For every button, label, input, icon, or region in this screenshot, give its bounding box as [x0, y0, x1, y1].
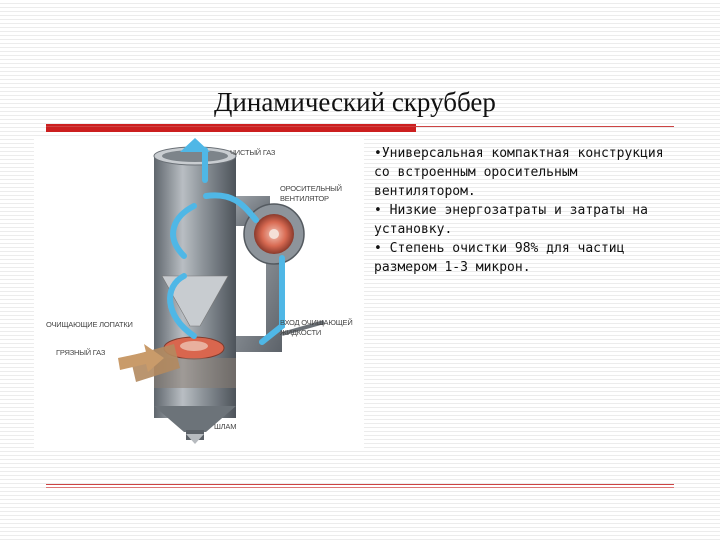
side-duct [236, 256, 282, 352]
label-spray-fan-line2: ВЕНТИЛЯТОР [280, 194, 329, 203]
label-liquid-inlet-line1: ВХОД ОЧИЩАЮЩЕЙ [280, 318, 353, 327]
liquid-inlet-pipe [281, 320, 325, 336]
clean-gas-arrow-head [180, 138, 210, 152]
column-top-inner [162, 150, 228, 162]
footer-rule [46, 484, 674, 485]
scrubber-illustration [118, 138, 325, 444]
gas-flow-arrows [167, 147, 285, 345]
label-dirty-gas: ГРЯЗНЫЙ ГАЗ [56, 348, 106, 357]
slide-title: Динамический скруббер [214, 87, 496, 117]
sludge-arrow [186, 434, 204, 444]
scrubber-diagram: ЧИСТЫЙ ГАЗ ОРОСИТЕЛЬНЫЙ ВЕНТИЛЯТОР ОЧИЩА… [34, 136, 364, 448]
column-cone [154, 406, 236, 432]
label-sludge: ШЛАМ [214, 422, 237, 431]
footer-rule-secondary [46, 487, 674, 488]
cleaning-rotor-hub [180, 341, 208, 351]
internal-funnel [161, 275, 229, 327]
title-rule [46, 126, 674, 127]
dirty-gas-arrow [118, 344, 164, 372]
fan-hub [269, 229, 279, 239]
label-cleaning-blades: ОЧИЩАЮЩИЕ ЛОПАТКИ [46, 320, 133, 329]
label-spray-fan-line1: ОРОСИТЕЛЬНЫЙ [280, 184, 342, 193]
bullet-item: • Степень очистки 98% для частиц размеро… [374, 241, 625, 275]
bullet-list: •Универсальная компактная конструкция со… [374, 144, 674, 277]
bullet-item: • Низкие энергозатраты и затраты на уста… [374, 203, 648, 237]
bullet-item: •Универсальная компактная конструкция со… [374, 146, 664, 199]
label-clean-gas: ЧИСТЫЙ ГАЗ [230, 148, 276, 157]
title-rule-accent [46, 124, 416, 132]
label-liquid-inlet-line2: ЖИДКОСТИ [280, 328, 322, 337]
